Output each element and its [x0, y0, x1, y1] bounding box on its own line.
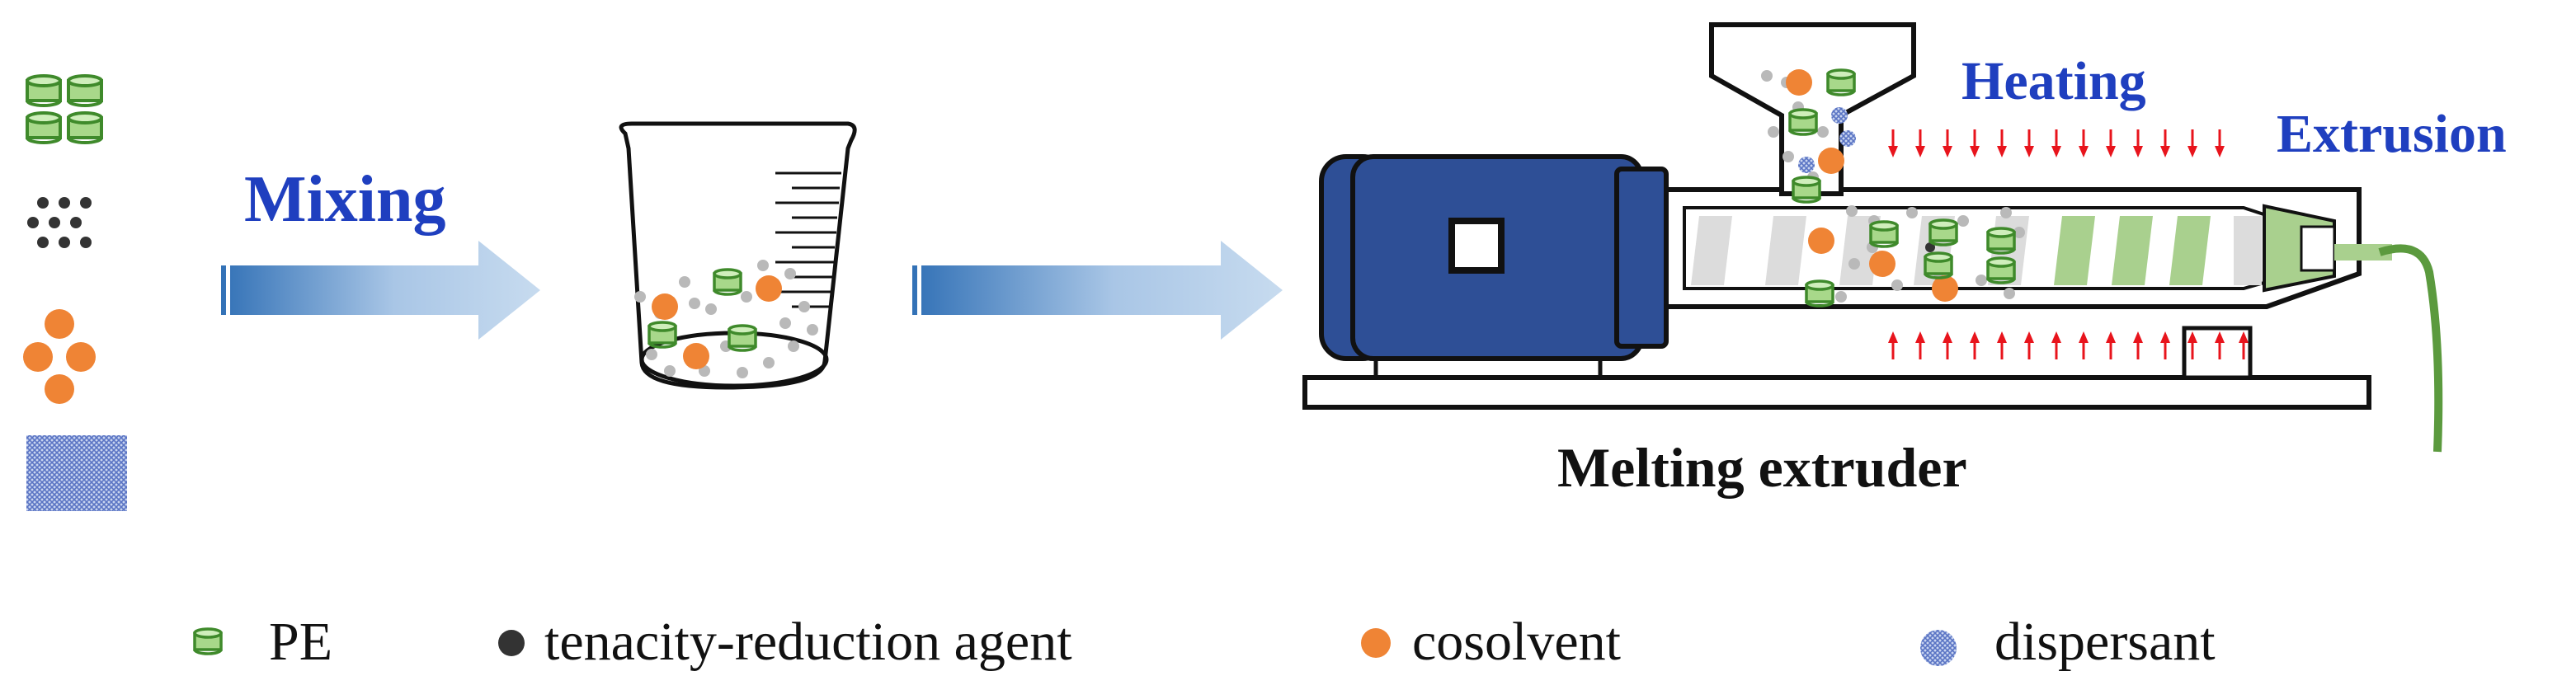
melting-extruder-label: Melting extruder — [1557, 436, 1967, 499]
mixing-arrow — [216, 241, 540, 340]
motor-window — [1448, 218, 1505, 274]
legend-label-pe: PE — [269, 612, 332, 672]
extrusion-label: Extrusion — [2277, 104, 2507, 164]
cosolvent-cluster — [23, 309, 96, 404]
legend-item-dispersant: dispersant — [1920, 612, 2216, 672]
legend-item-pe: PE — [193, 612, 332, 672]
dispersant-dot-icon — [1920, 630, 1957, 666]
extruded-filament — [2378, 244, 2443, 453]
legend-item-cosolvent: cosolvent — [1361, 612, 1621, 672]
legend-label-cosolvent: cosolvent — [1412, 612, 1621, 672]
mixing-label: Mixing — [244, 163, 445, 236]
tenacity-agent-cluster — [27, 197, 92, 248]
legend-label-dispersant: dispersant — [1994, 612, 2216, 672]
tenacity-agent-dot-icon — [498, 630, 525, 656]
beaker-cosolvent-particles — [652, 275, 782, 369]
legend-item-tenacity-agent: tenacity-reduction agent — [498, 612, 1072, 672]
pe-pellet-icon — [193, 627, 223, 655]
pe-pellet-cluster — [26, 74, 103, 144]
legend: PE tenacity-reduction agent cosolvent di… — [193, 612, 2216, 672]
legend-label-tenacity-agent: tenacity-reduction agent — [544, 612, 1072, 672]
beaker — [619, 121, 857, 390]
barrel-contents — [1805, 205, 2025, 307]
melting-extruder — [1302, 22, 2443, 453]
cosolvent-dot-icon — [1361, 628, 1391, 658]
dispersant-swatch — [26, 435, 127, 511]
beaker-graduations — [775, 171, 841, 308]
transfer-arrow — [907, 241, 1283, 340]
nozzle — [2263, 204, 2392, 293]
extruder-base — [1302, 375, 2371, 410]
motor — [1319, 154, 1669, 361]
hopper — [1709, 22, 1916, 196]
heating-arrows-top — [1886, 128, 2226, 159]
heating-label: Heating — [1961, 51, 2146, 111]
hopper-contents — [1761, 68, 1856, 204]
